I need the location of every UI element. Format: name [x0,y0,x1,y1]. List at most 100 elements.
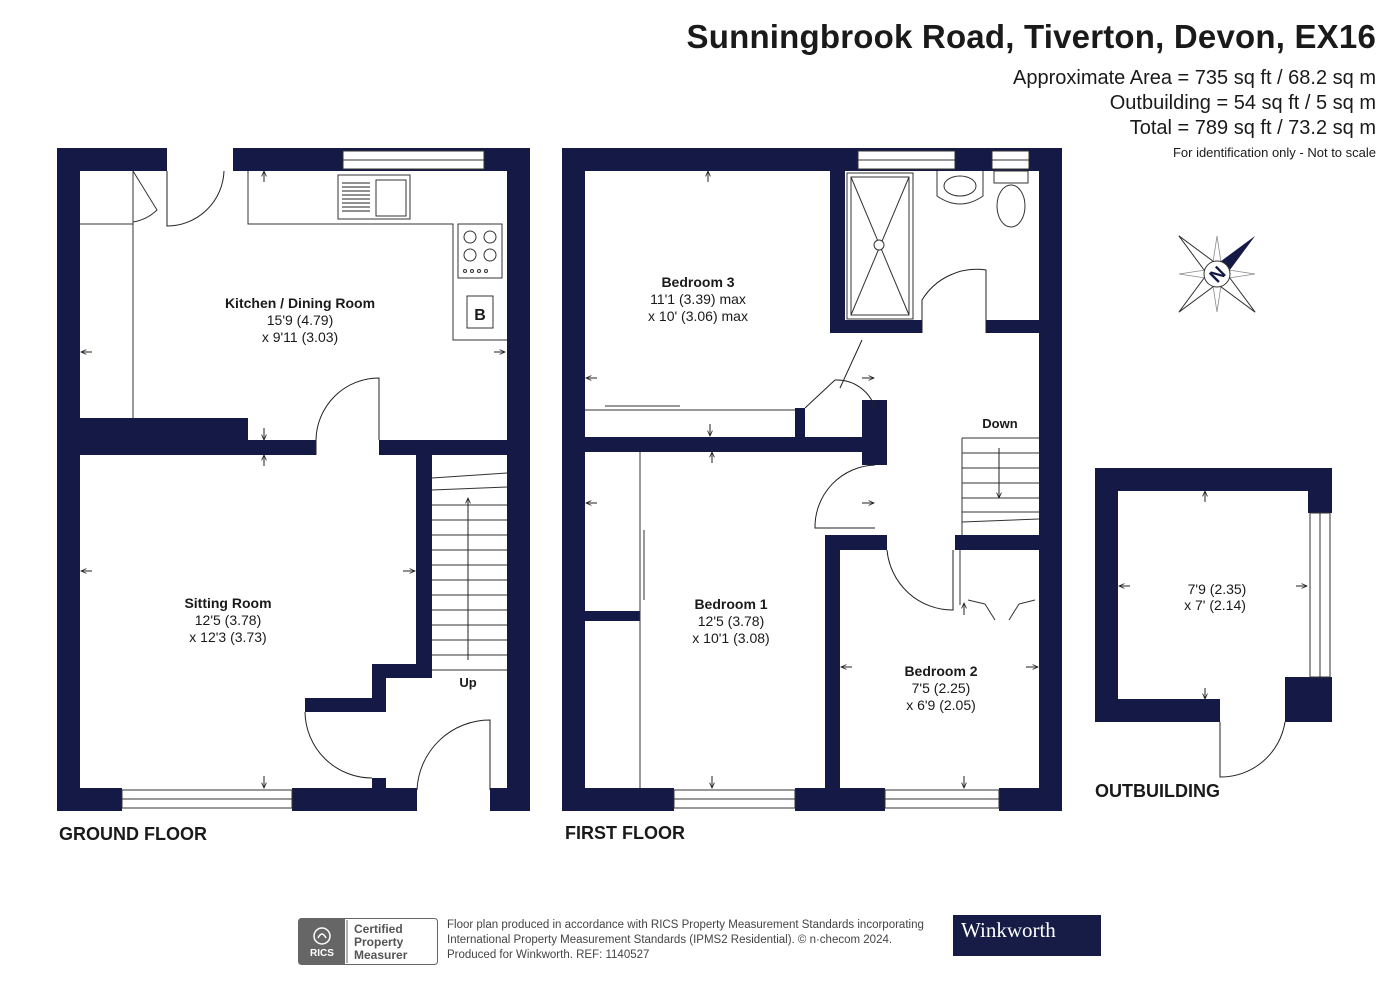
outbuilding-measure-arrows [1119,491,1307,699]
wall [372,664,432,678]
room-labels: Kitchen / Dining Room 15'9 (4.79) x 9'11… [184,274,1246,713]
boiler [466,295,494,329]
wall [562,148,1062,171]
wall [507,148,530,811]
wall [585,611,640,621]
outbuilding-plan [1095,468,1332,722]
door-swing [886,549,954,611]
wall [416,455,432,678]
bedroom3-name: Bedroom 3 [661,274,734,290]
wall [830,320,922,333]
wall [1095,468,1118,722]
sitting-room-dim1: 12'5 (3.78) [195,612,262,628]
wall [825,535,887,550]
door-swing [416,719,491,791]
bedroom3-dim1: 11'1 (3.39) max [650,291,746,307]
wall [1039,148,1062,811]
ground-floor-plan [57,148,530,811]
wall [57,148,80,811]
wall [1095,468,1332,491]
compass-icon [1178,235,1256,313]
approximate-area: Approximate Area = 735 sq ft / 68.2 sq m [1013,67,1376,89]
sitting-room-name: Sitting Room [184,595,271,611]
bedroom1-dim2: x 10'1 (3.08) [692,630,769,646]
outbuilding-dim1: 7'9 (2.35) [1188,581,1247,597]
wall [248,440,316,455]
basin [936,171,984,205]
winkworth-logo: Winkworth [953,915,1101,956]
bedroom1-name: Bedroom 1 [694,596,767,612]
floor-labels: GROUND FLOOR FIRST FLOOR OUTBUILDING [59,781,1220,844]
rics-logo-text: RICS [310,948,334,959]
wall [955,535,1039,550]
rics-logo-icon [313,927,331,945]
staircase [431,472,508,671]
door-swing [304,711,373,779]
first-floor-measure-arrows [586,171,1038,788]
wall [862,400,887,465]
footer-disclaimer: Floor plan produced in accordance with R… [447,918,924,963]
rics-badge-line1: Certified [354,922,403,936]
bedroom2-dim1: 7'5 (2.25) [912,680,971,696]
stairs-down-label: Down [982,416,1017,431]
wall [490,788,530,811]
door-swing [921,268,987,333]
toilet [993,170,1029,184]
door-swing [132,170,158,223]
hob [457,223,503,279]
door-swing [1219,721,1286,778]
wall [999,788,1062,811]
rics-badge-line3: Measurer [354,948,408,962]
ground-floor-fittings [80,150,508,809]
bedroom1-dim1: 12'5 (3.78) [698,613,765,629]
disclaimer-note: For identification only - Not to scale [1172,145,1376,160]
wall [1285,677,1332,722]
footer-line3: Produced for Winkworth. REF: 1140527 [447,949,650,961]
door-swing [814,464,876,529]
sitting-room-dim2: x 12'3 (3.73) [189,629,266,645]
first-floor-label: FIRST FLOOR [565,823,685,843]
first-floor-fittings [585,150,1040,809]
sink [337,174,411,220]
ground-floor-label: GROUND FLOOR [59,824,207,844]
wall [562,788,674,811]
wall [1095,699,1220,722]
bedroom2-name: Bedroom 2 [904,663,977,679]
wall [57,788,122,811]
wall [80,418,248,455]
wall [795,788,885,811]
wall [986,320,1039,333]
wall [585,437,875,452]
rics-certified-badge: RICS Certified Property Measurer [298,918,438,965]
wall [1308,468,1332,513]
kitchen-name: Kitchen / Dining Room [225,295,375,311]
boiler-label: B [474,307,486,324]
shower-tray [846,172,914,320]
footer-line2: International Property Measurement Stand… [447,934,893,946]
bedroom2-dim2: x 6'9 (2.05) [906,697,976,713]
bedroom3-dim2: x 10' (3.06) max [648,308,748,324]
door-swing [804,379,876,409]
outbuilding-label: OUTBUILDING [1095,781,1220,801]
wall [562,148,585,811]
first-floor-plan [562,148,1062,811]
total-area: Total = 789 sq ft / 73.2 sq m [1129,117,1376,139]
outbuilding-dim2: x 7' (2.14) [1184,597,1246,613]
wall [305,698,386,712]
outbuilding-area: Outbuilding = 54 sq ft / 5 sq m [1109,92,1376,114]
outbuilding-fittings [1219,512,1331,778]
door-swing [166,170,225,227]
wall [372,778,386,790]
wall [379,440,507,455]
rics-badge-line2: Property [354,935,404,949]
ground-floor-measure-arrows [81,171,505,788]
page-title: Sunningbrook Road, Tiverton, Devon, EX16 [686,18,1376,55]
wall [825,535,840,789]
staircase [961,437,1040,535]
wall [830,171,845,333]
wall [57,148,167,171]
wall [292,788,417,811]
footer-line1: Floor plan produced in accordance with R… [447,919,924,931]
door-swing [315,377,380,455]
